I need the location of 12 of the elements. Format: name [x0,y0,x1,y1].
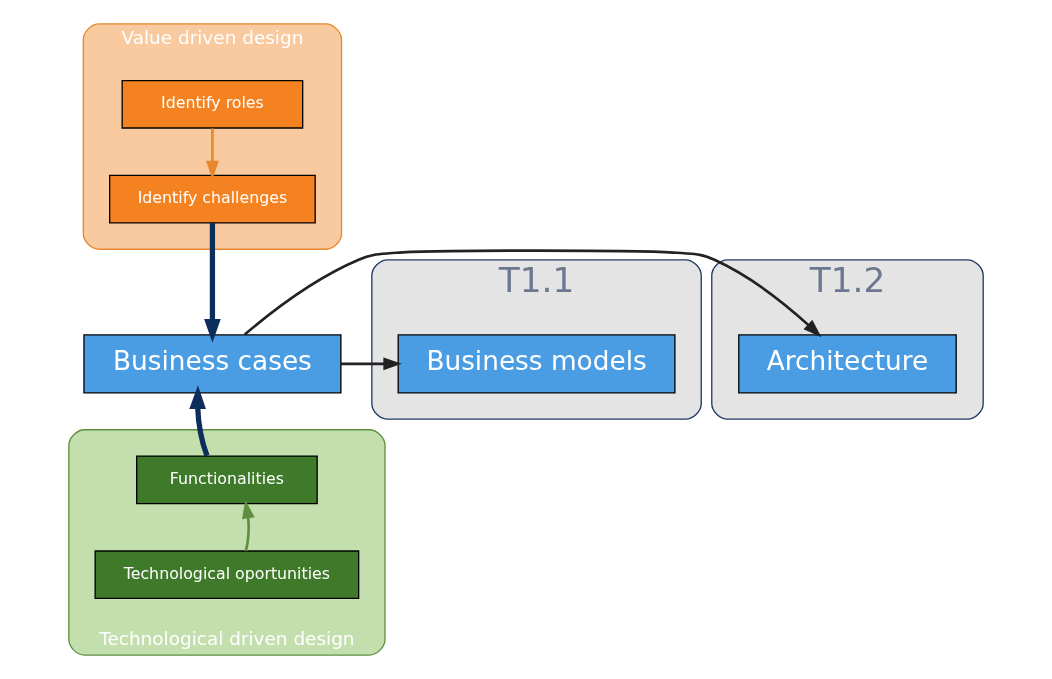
node-box: Functionalities [136,455,318,505]
node-box: Identify challenges [109,174,316,224]
node-box: Business cases [83,334,342,394]
node-box: Architecture [738,334,957,394]
arrow [243,249,822,338]
arrow [242,500,255,552]
node-box: Identify roles [121,79,304,129]
node-box: Technological oportunities [94,550,360,600]
arrow [340,357,402,371]
arrow [205,128,219,180]
arrow [204,223,221,343]
node-box: Business models [397,334,676,394]
